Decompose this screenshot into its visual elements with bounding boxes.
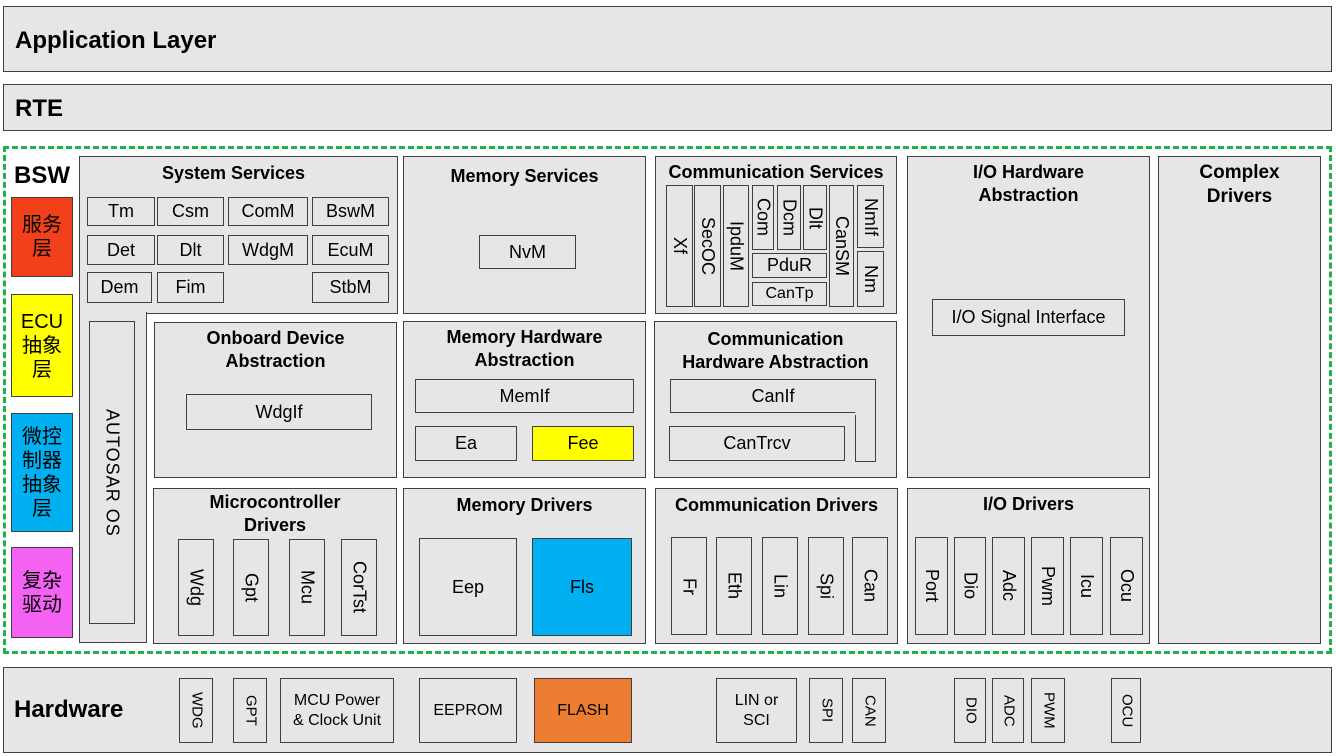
module-fr: Fr xyxy=(671,537,707,635)
complex-drivers-title: Complex Drivers xyxy=(1199,162,1280,208)
module-fim: Fim xyxy=(157,272,224,303)
legend-complex-drivers: 复杂 驱动 xyxy=(11,547,73,638)
module-fls: Fls xyxy=(532,538,632,636)
communication-drivers-title: Communication Drivers xyxy=(674,495,879,515)
module-csm: Csm xyxy=(157,197,224,226)
module-dio: Dio xyxy=(954,537,986,635)
hardware-layer xyxy=(3,667,1332,753)
module-cantrcv: CanTrcv xyxy=(669,426,845,461)
module-nvm: NvM xyxy=(479,235,576,269)
hw-pwm: PWM xyxy=(1031,678,1065,743)
io-hardware-abstraction-title: I/O Hardware Abstraction xyxy=(972,162,1085,206)
module-canif: CanIf xyxy=(670,379,876,413)
module-nm: Nm xyxy=(857,251,884,307)
bsw-frame xyxy=(3,146,1332,654)
module-adc: Adc xyxy=(992,537,1025,635)
module-wdgif: WdgIf xyxy=(186,394,372,430)
module-comm: ComM xyxy=(228,197,308,226)
module-port: Port xyxy=(915,537,948,635)
hw-flash: FLASH xyxy=(534,678,632,743)
module-ipdum: IpduM xyxy=(723,185,749,307)
hw-eeprom: EEPROM xyxy=(419,678,517,743)
module-cansm: CanSM xyxy=(829,185,854,307)
module-wdgm: WdgM xyxy=(228,235,308,265)
module-cortst: CorTst xyxy=(341,539,377,636)
hw-can: CAN xyxy=(852,678,886,743)
system-services-title: System Services xyxy=(161,163,306,183)
legend-mcal: 微控 制器 抽象 层 xyxy=(11,413,73,532)
module-fee: Fee xyxy=(532,426,634,461)
rte-layer: RTE xyxy=(3,84,1332,131)
module-det: Det xyxy=(87,235,155,265)
hw-dio: DIO xyxy=(954,678,986,743)
module-lin: Lin xyxy=(762,537,798,635)
memory-services-title: Memory Services xyxy=(450,166,599,186)
communication-services-title: Communication Services xyxy=(668,162,884,182)
hw-wdg: WDG xyxy=(179,678,213,743)
module-ocu: Ocu xyxy=(1110,537,1143,635)
module-autosar-os: AUTOSAR OS xyxy=(89,321,135,624)
hw-spi: SPI xyxy=(809,678,843,743)
application-layer-title: Application Layer xyxy=(15,27,217,54)
module-pwm: Pwm xyxy=(1031,537,1064,635)
hw-mcu-power-clock: MCU Power & Clock Unit xyxy=(280,678,394,743)
application-layer: Application Layer xyxy=(3,6,1332,72)
rte-title: RTE xyxy=(15,95,63,122)
communication-hardware-abstraction-title: Communication Hardware Abstraction xyxy=(682,329,869,373)
module-bswm: BswM xyxy=(312,197,389,226)
module-io-signal-interface: I/O Signal Interface xyxy=(932,299,1125,336)
module-spi: Spi xyxy=(808,537,844,635)
module-wdg: Wdg xyxy=(178,539,214,636)
module-mcu: Mcu xyxy=(289,539,325,636)
module-xf: Xf xyxy=(666,185,693,307)
module-gpt: Gpt xyxy=(233,539,269,636)
module-can: Can xyxy=(852,537,888,635)
module-eth: Eth xyxy=(716,537,752,635)
module-dlt-com: Dlt xyxy=(803,185,827,250)
legend-ecu-abstraction: ECU 抽象 层 xyxy=(11,294,73,397)
hw-adc: ADC xyxy=(992,678,1024,743)
module-stbm: StbM xyxy=(312,272,389,303)
onboard-device-abstraction-title: Onboard Device Abstraction xyxy=(206,328,345,372)
legend-service-layer: 服务 层 xyxy=(11,197,73,277)
module-cantp: CanTp xyxy=(752,282,827,306)
hw-ocu: OCU xyxy=(1111,678,1141,743)
hw-lin-or-sci: LIN or SCI xyxy=(716,678,797,743)
module-icu: Icu xyxy=(1070,537,1103,635)
io-drivers-title: I/O Drivers xyxy=(982,494,1075,514)
complex-drivers xyxy=(1158,156,1321,644)
module-memif: MemIf xyxy=(415,379,634,413)
module-tm: Tm xyxy=(87,197,155,226)
memory-drivers-title: Memory Drivers xyxy=(456,495,593,515)
module-pdur: PduR xyxy=(752,253,827,278)
module-secoc: SecOC xyxy=(694,185,721,307)
module-nmif: NmIf xyxy=(857,185,884,248)
hw-gpt: GPT xyxy=(233,678,267,743)
module-dlt: Dlt xyxy=(157,235,224,265)
module-ea: Ea xyxy=(415,426,517,461)
module-eep: Eep xyxy=(419,538,517,636)
hardware-title: Hardware xyxy=(14,696,124,723)
module-com: Com xyxy=(752,185,774,250)
memory-hardware-abstraction-title: Memory Hardware Abstraction xyxy=(446,327,603,371)
module-dem: Dem xyxy=(87,272,152,303)
bsw-title: BSW xyxy=(14,162,70,189)
microcontroller-drivers-title: Microcontroller Drivers xyxy=(209,492,341,536)
module-dcm: Dcm xyxy=(777,185,801,250)
module-ecum: EcuM xyxy=(312,235,389,265)
